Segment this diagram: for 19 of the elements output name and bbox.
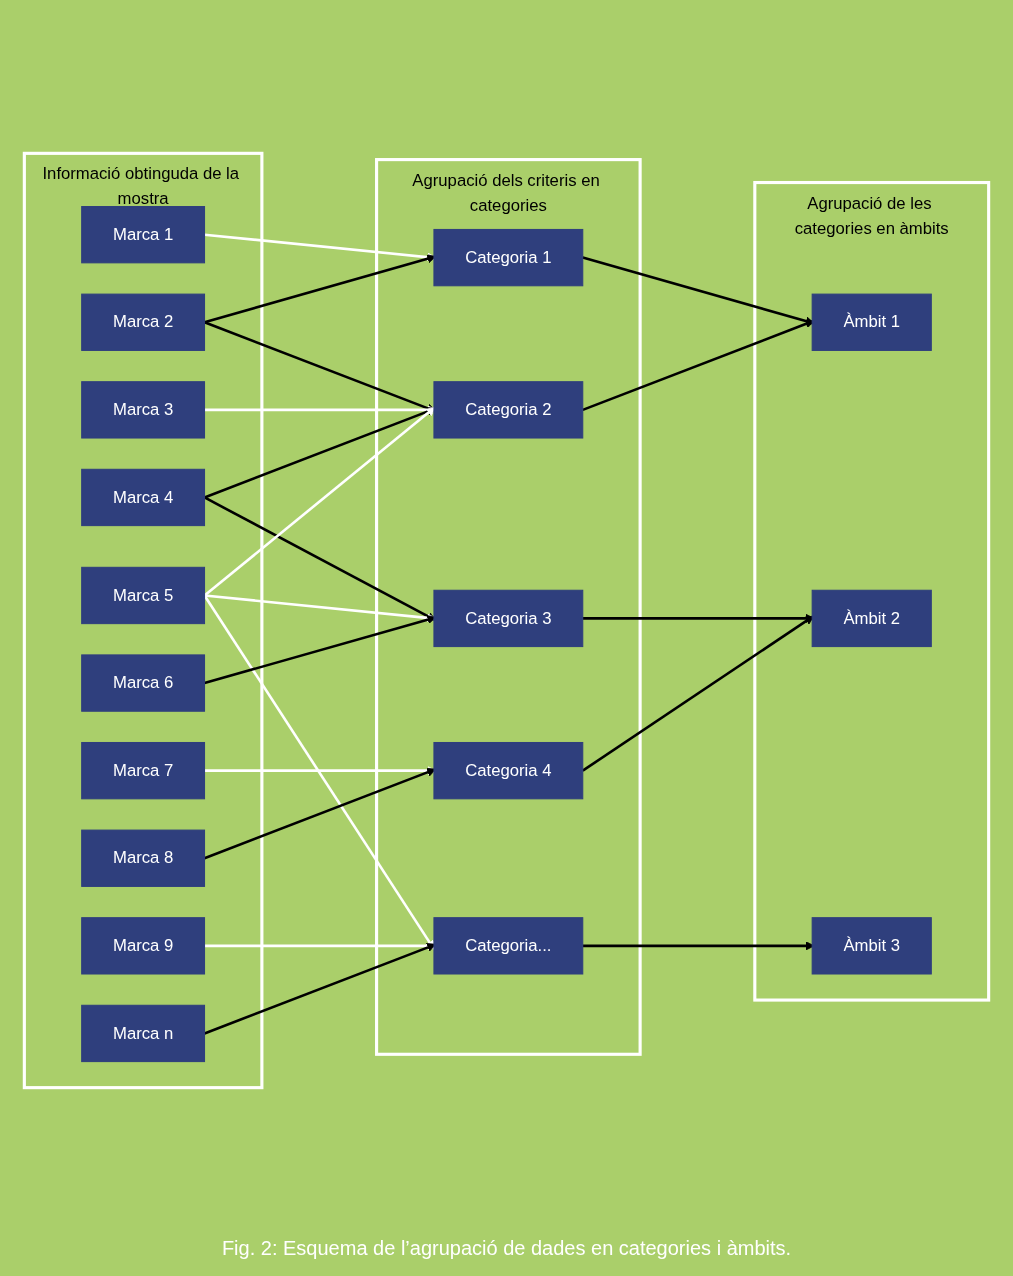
node-box: Marca 8 [81,829,206,887]
node-box: Categoria 4 [433,742,584,800]
node-box: Marca 4 [81,468,206,527]
node-box: Marca 5 [81,566,206,625]
node-box: Marca 3 [81,381,206,439]
figure-caption: Fig. 2: Esquema de l’agrupació de dades en categories i àmbits. [221,1237,792,1260]
node-box: Àmbit 2 [811,589,932,648]
node-box: Categoria... [433,917,584,975]
node-box: Marca 9 [81,917,206,975]
node-box: Marca 6 [81,654,206,712]
node-box: Marca 2 [81,293,206,351]
node-box: Categoria 2 [433,381,584,439]
node-box: Àmbit 3 [811,917,932,975]
node-box: Àmbit 1 [811,293,932,351]
node-box: Categoria 3 [433,589,584,648]
node-box: Categoria 1 [433,228,584,287]
node-box: Marca 7 [81,742,206,800]
node-box: Marca n [81,1004,206,1063]
node-box: Marca 1 [81,206,206,264]
